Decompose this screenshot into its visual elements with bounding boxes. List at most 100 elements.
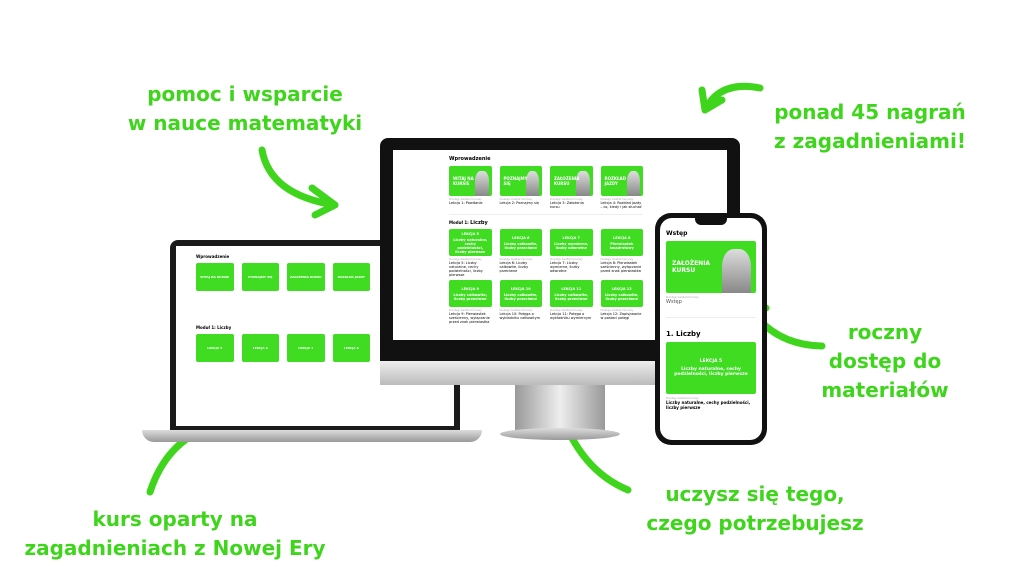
module-title: 1. Liczby (666, 317, 756, 338)
teacher-photo (721, 248, 751, 293)
teacher-photo (475, 170, 489, 196)
lesson-card[interactable]: LEKCJA 7 (287, 334, 325, 362)
card-title: ROZKŁAD JAZDY (604, 176, 626, 186)
card-title: WITAJ NA KURSIE (200, 275, 230, 279)
lesson-card[interactable]: WITAJ NA KURSIE (196, 263, 234, 291)
lesson-card[interactable]: ROZKŁAD JAZDY (332, 263, 370, 291)
caption-line: materiałów (821, 378, 949, 402)
card-label: Lekcja 7: Liczby wymierne, liczby odwrot… (550, 261, 580, 273)
card-meta: Dostęp bezterminowy (449, 257, 482, 261)
caption-line: ponad 45 nagrań (774, 100, 966, 124)
card-title: LEKCJA 11 (561, 286, 582, 291)
phone-screen: Wstęp ZAŁOŻENIA KURSU Dostęp bezterminow… (660, 218, 762, 440)
caption-line: pomoc i wsparcie (147, 82, 343, 106)
monitor-foot (500, 428, 620, 440)
caption-line: roczny (847, 320, 923, 344)
module-prefix: Moduł 1: (449, 220, 469, 225)
teacher-photo (576, 170, 590, 196)
card-title: LEKCJA 5 (207, 346, 223, 350)
card-meta: Dostęp bezterminowy (666, 396, 699, 400)
section-title: Wprowadzenie (449, 156, 491, 162)
module-title: Moduł 1: Liczby (196, 325, 370, 330)
card-label: Lekcja 1: Powitanie (449, 201, 483, 205)
card-title: LEKCJA 5 (461, 231, 479, 236)
caption-line: kurs oparty na (92, 507, 258, 531)
card-meta: Dostęp bezterminowy (550, 257, 583, 261)
card-title: LEKCJA 6 (512, 235, 530, 240)
card-title: ZAŁOŻENIA KURSU (672, 260, 711, 274)
card-label: Lekcja 2: Poznajmy się (499, 201, 540, 205)
module-title: Moduł 1: Liczby (449, 214, 643, 226)
card-title: ZAŁOŻENIA KURSU (289, 275, 322, 279)
card-title: LEKCJA 7 (562, 235, 580, 240)
module-name: Liczby (470, 220, 488, 226)
card-subtitle: Liczby naturalne, cechy podzielności, li… (453, 237, 488, 254)
phone-notch (695, 218, 727, 225)
card-meta: Dostęp bezterminowy (600, 197, 634, 201)
card-label: Lekcja 11: Potęga o wykładniku wymiernym (550, 312, 592, 320)
lesson-card[interactable]: POZNAJMY SIĘ (241, 263, 279, 291)
section-title: Wstęp (666, 230, 688, 237)
card-label: Lekcja 9: Pierwiastek sześcienny, wyłącz… (449, 312, 490, 324)
card-title: ZAŁOŻENIA KURSU (554, 176, 580, 186)
card-subtitle: Liczby całkowite, liczby przeciwne (503, 241, 538, 250)
card-title: LEKCJA 6 (252, 346, 268, 350)
card-title: WITAJ NA KURSIE (453, 176, 474, 186)
card-label: Wstęp (666, 299, 682, 305)
card-subtitle: Liczby całkowite, liczby przeciwne (604, 292, 639, 301)
lesson-card[interactable]: LEKCJA 6 (241, 334, 279, 362)
caption-line: czego potrzebujesz (646, 511, 864, 535)
card-meta: Dostęp bezterminowy (499, 308, 533, 312)
card-title: POZNAJMY SIĘ (503, 176, 528, 186)
card-subtitle: Liczby wymierne, liczby odwrotne (554, 241, 589, 250)
card-title: LEKCJA 7 (298, 346, 314, 350)
card-title: LEKCJA 12 (611, 286, 632, 291)
caption-line: zagadnieniach z Nowej Ery (24, 536, 326, 560)
module-name: Liczby (217, 325, 232, 330)
caption-nowa-era: kurs oparty na zagadnieniach z Nowej Ery (0, 505, 350, 563)
caption-recordings: ponad 45 nagrań z zagadnieniami! (740, 98, 1000, 156)
card-label: Lekcja 5: Liczby naturalne, cechy podzie… (449, 261, 483, 277)
card-title: LEKCJA 8 (613, 235, 631, 240)
card-label: Lekcja 4: Rozkład jazdy – co, kiedy i ja… (600, 201, 642, 209)
caption-line: uczysz się tego, (665, 482, 845, 506)
lesson-card[interactable]: LEKCJA 8 (332, 334, 370, 362)
card-label: Lekcja 10: Potęga o wykładniku całkowity… (499, 312, 541, 320)
card-meta: Dostęp bezterminowy (600, 257, 634, 261)
teacher-photo (626, 170, 641, 196)
card-meta: Dostęp bezterminowy (550, 308, 583, 312)
card-label: Lekcja 12: Zapisywanie w postaci potęgi (600, 312, 642, 320)
card-title: POZNAJMY SIĘ (248, 275, 273, 279)
card-meta: Dostęp bezterminowy (666, 295, 699, 299)
card-label: Lekcja 8: Pierwiastek sześcienny, wyłącz… (600, 261, 642, 273)
lesson-card[interactable]: LEKCJA 5 (196, 334, 234, 362)
card-meta: Dostęp bezterminowy (449, 308, 482, 312)
card-label: Lekcja 6: Liczby całkowite, liczby przec… (499, 261, 529, 273)
card-meta: Dostęp bezterminowy (449, 197, 482, 201)
card-label: Lekcja 3: Założenia kursu (550, 201, 584, 209)
caption-learn: uczysz się tego, czego potrzebujesz (610, 480, 900, 538)
card-subtitle: Liczby naturalne, cechy podzielności, li… (674, 367, 748, 377)
caption-line: w nauce matematyki (127, 111, 363, 135)
lesson-card[interactable]: ZAŁOŻENIA KURSU (666, 241, 756, 293)
lesson-card[interactable]: ZAŁOŻENIA KURSU (287, 263, 325, 291)
monitor-stand (515, 385, 605, 430)
card-meta: Dostęp bezterminowy (499, 197, 533, 201)
caption-line: z zagadnieniami! (774, 129, 966, 153)
card-meta: Dostęp bezterminowy (600, 308, 634, 312)
section-title: Wprowadzenie (196, 254, 230, 259)
